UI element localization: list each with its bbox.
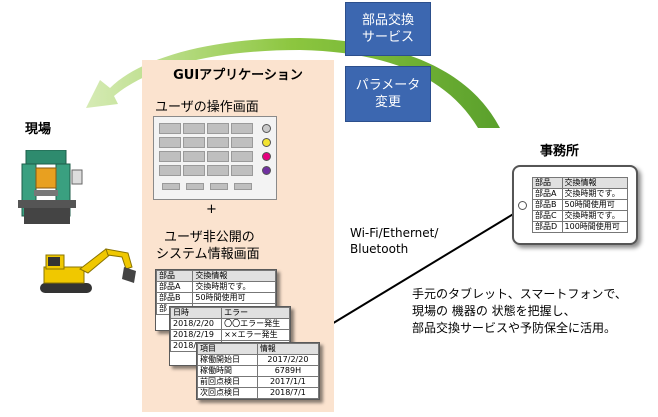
table-cell: 2017/2/20 [256, 354, 320, 366]
hidden-screen-label-1: ユーザ非公開の [164, 230, 255, 245]
site-label: 現場 [25, 122, 52, 137]
table-cell: 2018/2/20 [169, 318, 223, 330]
table-header: 交換情報 [192, 270, 276, 282]
network-label-line-2: Bluetooth [350, 242, 409, 256]
parameter-change-box: パラメータ 変更 [345, 66, 431, 122]
parts-service-line-1: 部品交換 [361, 13, 414, 28]
table-cell: ××エラー発生 [221, 329, 290, 341]
network-label: Wi-Fi/Ethernet/ Bluetooth [350, 225, 438, 257]
table-cell: 稼働時間 [197, 365, 258, 377]
status-circle-gray [262, 124, 271, 133]
table-cell: 50時間使用可 [192, 292, 276, 304]
plus-sign: + [206, 202, 217, 217]
table-cell: 部品A [532, 188, 563, 200]
network-label-line-1: Wi-Fi/Ethernet/ [350, 226, 439, 240]
table-cell: 部品A [155, 281, 194, 293]
description-line-3: 部品交換サービスや予防保全に活用。 [412, 321, 617, 335]
tablet-home-button [518, 201, 527, 210]
table-header: エラー [221, 307, 290, 319]
parts-service-line-2: サービス [361, 30, 414, 45]
parameter-change-line-2: 変更 [374, 95, 401, 110]
table-cell: 次回点検日 [197, 387, 258, 399]
table-header: 部品 [155, 270, 194, 282]
table-cell: 交換時期です。 [561, 188, 629, 200]
table-cell: 50時間使用可 [561, 199, 629, 211]
table-cell: 交換時期です。 [561, 210, 629, 222]
description-line-2: 現場の 機器の 状態を把握し、 [412, 304, 576, 318]
table-cell: 部品B [532, 199, 563, 211]
table-header: 項目 [197, 343, 258, 355]
hidden-screen-label-2: システム情報画面 [156, 247, 260, 262]
office-label: 事務所 [540, 144, 580, 159]
user-operation-screen [153, 116, 277, 200]
table-header: 日時 [169, 307, 223, 319]
table-header: 交換情報 [561, 177, 629, 189]
description-text: 手元のタブレット、スマートフォンで、 現場の 機器の 状態を把握し、 部品交換サ… [412, 286, 627, 337]
table-cell: 部品C [532, 210, 563, 222]
parameter-change-line-1: パラメータ [355, 78, 421, 93]
table-cell: 部品B [155, 292, 194, 304]
table-cell: 稼働開始日 [197, 354, 258, 366]
table-header: 情報 [256, 343, 320, 355]
excavator-icon [40, 248, 136, 293]
status-circle-yellow [262, 138, 271, 147]
status-circle-magenta [262, 152, 271, 161]
table-cell: 2018/2/19 [169, 329, 223, 341]
user-screen-label: ユーザの操作画面 [155, 100, 259, 115]
description-line-1: 手元のタブレット、スマートフォンで、 [412, 287, 627, 301]
table-header: 部品 [532, 177, 563, 189]
table-cell: 2017/1/1 [256, 376, 320, 388]
gui-app-title: GUIアプリケーション [173, 68, 303, 83]
table-cell: 部品D [532, 221, 563, 233]
table-cell: 100時間使用可 [561, 221, 629, 233]
table-cell: 2018/7/1 [256, 387, 320, 399]
status-circle-purple [262, 166, 271, 175]
parts-service-box: 部品交換 サービス [345, 2, 431, 56]
table-cell: 交換時期です。 [192, 281, 276, 293]
press-machine-icon [18, 150, 83, 224]
table-cell: 前回点検日 [197, 376, 258, 388]
table-cell: 〇〇エラー発生 [221, 318, 290, 330]
table-cell: 6789H [256, 365, 320, 377]
